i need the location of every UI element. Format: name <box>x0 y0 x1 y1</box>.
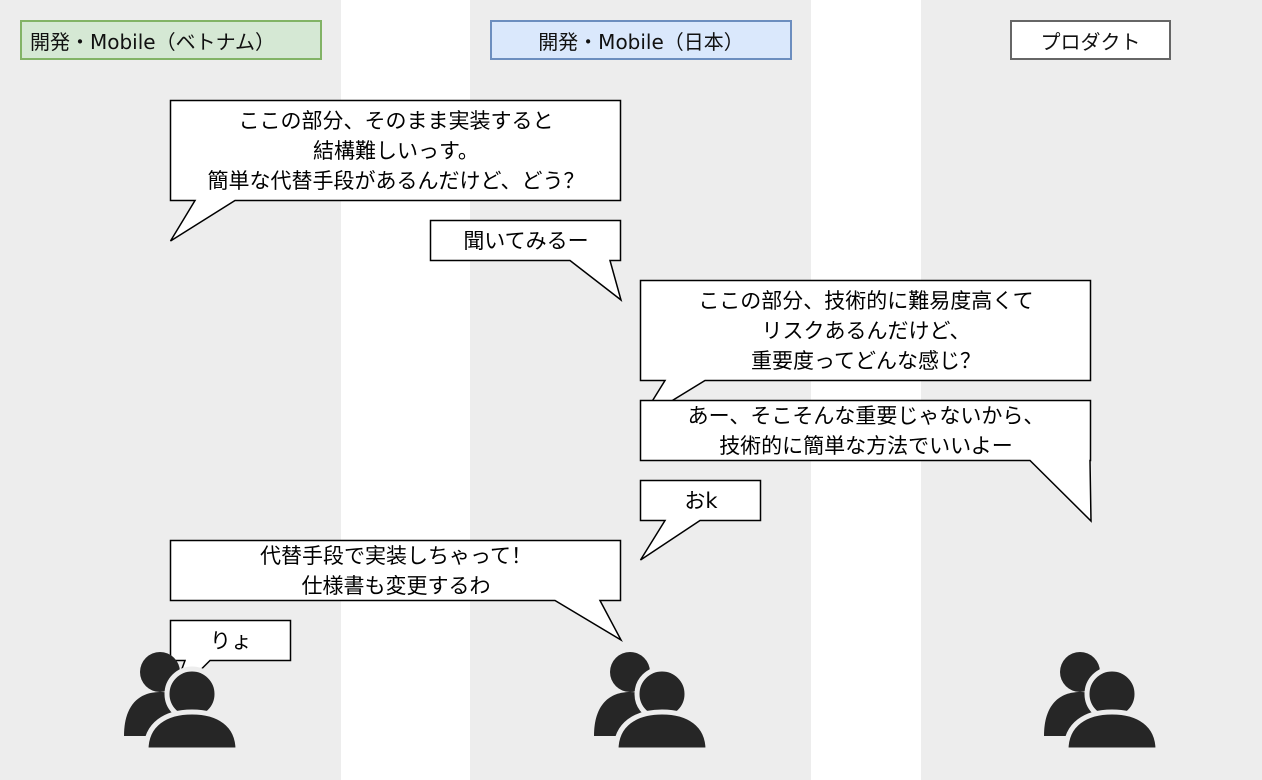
speech-bubble-2 <box>429 219 623 302</box>
speech-bubble-1-text: ここの部分、そのまま実装すると 結構難しいっす。 簡単な代替手段があるんだけど、… <box>207 109 585 193</box>
lane-header-product: プロダクト <box>1010 20 1171 60</box>
users-icon-product <box>1044 652 1158 750</box>
speech-bubble-1 <box>169 99 622 242</box>
speech-bubble-6 <box>169 539 623 643</box>
speech-bubble-3-text: ここの部分、技術的に難易度高くて リスクあるんだけど、 重要度ってどんな感じ？ <box>698 289 1034 373</box>
lane-header-vietnam-label: 開発・Mobile（ベトナム） <box>30 29 276 54</box>
speech-bubble-5 <box>639 479 762 561</box>
speech-bubble-6-text: 代替手段で実装しちゃって！ 仕様書も変更するわ <box>260 544 532 598</box>
users-icon-japan <box>594 652 708 750</box>
users-icon-vietnam <box>124 652 238 750</box>
lane-product <box>921 0 1262 780</box>
speech-bubble-4 <box>639 399 1092 523</box>
lane-header-product-label: プロダクト <box>1040 29 1141 54</box>
lane-header-japan-label: 開発・Mobile（日本） <box>538 29 744 54</box>
speech-bubble-4-text: あー、そこそんな重要じゃないから、 技術的に簡単な方法でいいよー <box>687 404 1045 458</box>
lane-header-japan: 開発・Mobile（日本） <box>490 20 792 60</box>
speech-bubble-5-text: おk <box>684 489 718 513</box>
lane-header-vietnam: 開発・Mobile（ベトナム） <box>20 20 322 60</box>
speech-bubble-7-text: りょ <box>210 629 252 653</box>
speech-bubble-2-text: 聞いてみるー <box>463 229 589 253</box>
